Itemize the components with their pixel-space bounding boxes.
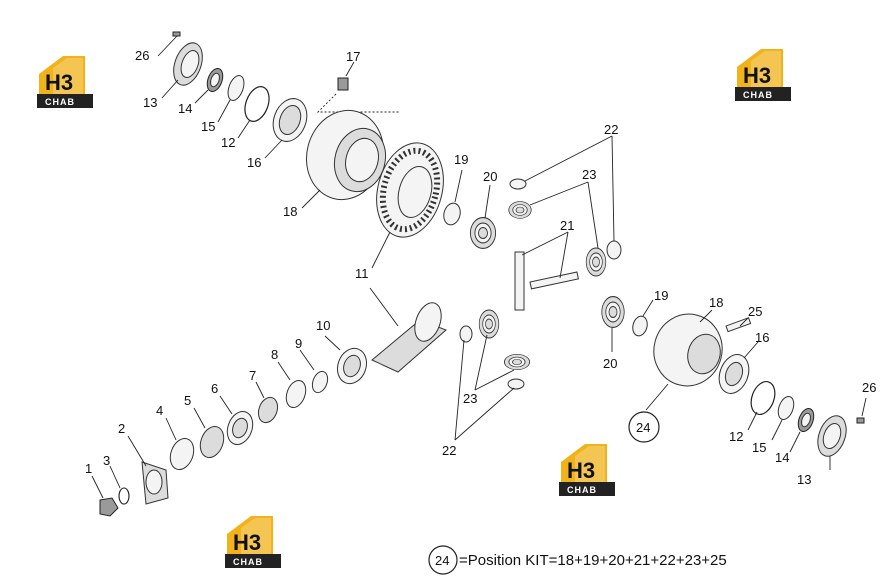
kit-legend: 24 =Position KIT=18+19+20+21+22+23+25 <box>428 545 727 575</box>
label-15-top: 15 <box>201 119 215 134</box>
label-18-bottom: 18 <box>709 295 723 310</box>
callout-labels: 26 13 14 15 12 16 17 18 11 19 20 22 23 2… <box>85 48 876 487</box>
part-25-pin <box>725 317 752 333</box>
label-14-top: 14 <box>178 101 192 116</box>
logo-sub: CHAB <box>743 90 773 100</box>
label-1: 1 <box>85 461 92 476</box>
label-8: 8 <box>271 347 278 362</box>
part-17-breather <box>316 61 400 113</box>
label-19-bottom: 19 <box>654 288 668 303</box>
label-13-bottom: 13 <box>797 472 811 487</box>
label-26-top: 26 <box>135 48 149 63</box>
part-11-pinion-shaft <box>369 287 447 373</box>
logo-bottom-left: H3 CHAB <box>225 516 281 568</box>
label-12-top: 12 <box>221 135 235 150</box>
part-11-crown-wheel <box>371 142 444 269</box>
part-10-bearing-pinion <box>324 335 368 385</box>
part-18-diff-housing-top <box>301 109 387 209</box>
part-26-bolt-bottom <box>856 397 867 424</box>
part-18-diff-housing-bottom <box>645 309 723 411</box>
label-6: 6 <box>211 381 218 396</box>
logo-mark: H3 <box>45 70 73 95</box>
label-14-bottom: 14 <box>775 450 789 465</box>
logo-mark: H3 <box>233 530 261 555</box>
label-23-mid: 23 <box>463 391 477 406</box>
part-7-spacer <box>255 381 279 424</box>
logo-mark: H3 <box>567 458 595 483</box>
label-10: 10 <box>316 318 330 333</box>
label-19-top: 19 <box>454 152 468 167</box>
part-16-bearing-bottom <box>718 341 759 394</box>
label-13-top: 13 <box>143 95 157 110</box>
part-23-pinion-gears-top <box>508 181 607 277</box>
label-5: 5 <box>184 393 191 408</box>
logo-sub: CHAB <box>45 97 75 107</box>
part-15-shim-top <box>217 75 245 123</box>
logo-center: H3 CHAB <box>559 444 615 496</box>
part-14-ring-bottom <box>789 407 815 453</box>
part-1-nut <box>91 475 119 517</box>
label-11: 11 <box>355 266 369 281</box>
kit-legend-text: =Position KIT=18+19+20+21+22+23+25 <box>459 552 727 569</box>
label-9: 9 <box>295 336 302 351</box>
label-18-top: 18 <box>283 204 297 219</box>
part-5-seal <box>193 407 225 458</box>
part-13-adjust-nut-bottom <box>817 415 847 470</box>
part-24-kit-marker <box>628 411 660 443</box>
part-21-cross-shafts <box>514 231 579 311</box>
logo-top-right: H3 CHAB <box>735 49 791 101</box>
label-25: 25 <box>748 304 762 319</box>
part-19-thrust-washer-bottom <box>632 299 654 337</box>
logo-sub: CHAB <box>233 557 263 567</box>
label-3: 3 <box>103 453 110 468</box>
label-22-top: 22 <box>604 122 618 137</box>
part-2-flange <box>127 435 169 505</box>
part-16-bearing-top <box>264 98 308 159</box>
label-4: 4 <box>156 403 163 418</box>
part-12-o-ring-bottom <box>747 380 776 431</box>
label-20-bottom: 20 <box>603 356 617 371</box>
part-6-bearing <box>219 395 254 445</box>
logo-mark: H3 <box>743 63 771 88</box>
part-20-side-gear-bottom <box>601 296 625 352</box>
label-7: 7 <box>249 368 256 383</box>
part-12-o-ring-top <box>237 86 270 139</box>
part-23-pinion-gears-mid <box>474 309 531 391</box>
label-21: 21 <box>560 218 574 233</box>
part-15-shim-bottom <box>771 395 795 441</box>
kit-legend-number: 24 <box>435 553 449 568</box>
part-22-washers-mid <box>454 325 525 441</box>
label-23-top: 23 <box>582 167 596 182</box>
label-17: 17 <box>346 49 360 64</box>
part-22-washers-top <box>509 135 622 260</box>
label-15-bottom: 15 <box>752 440 766 455</box>
label-16-top: 16 <box>247 155 261 170</box>
part-26-bolt-top <box>157 31 181 57</box>
part-4-dust-ring <box>165 417 195 470</box>
label-12-bottom: 12 <box>729 429 743 444</box>
part-20-side-gear-top <box>469 184 497 249</box>
part-13-adjust-nut-top <box>161 42 203 99</box>
logo-top-left: H3 CHAB <box>37 56 93 108</box>
label-2: 2 <box>118 421 125 436</box>
label-20-top: 20 <box>483 169 497 184</box>
label-24: 24 <box>636 420 650 435</box>
part-19-thrust-washer-top <box>443 169 463 226</box>
part-14-ring-top <box>194 67 224 104</box>
label-26-bottom: 26 <box>862 380 876 395</box>
logo-sub: CHAB <box>567 485 597 495</box>
part-8-washer <box>277 361 307 409</box>
part-3-o-ring <box>109 465 130 505</box>
part-9-shim <box>299 349 329 394</box>
label-16-bottom: 16 <box>755 330 769 345</box>
kit-legend-circle <box>428 545 458 575</box>
label-22-mid: 22 <box>442 443 456 458</box>
